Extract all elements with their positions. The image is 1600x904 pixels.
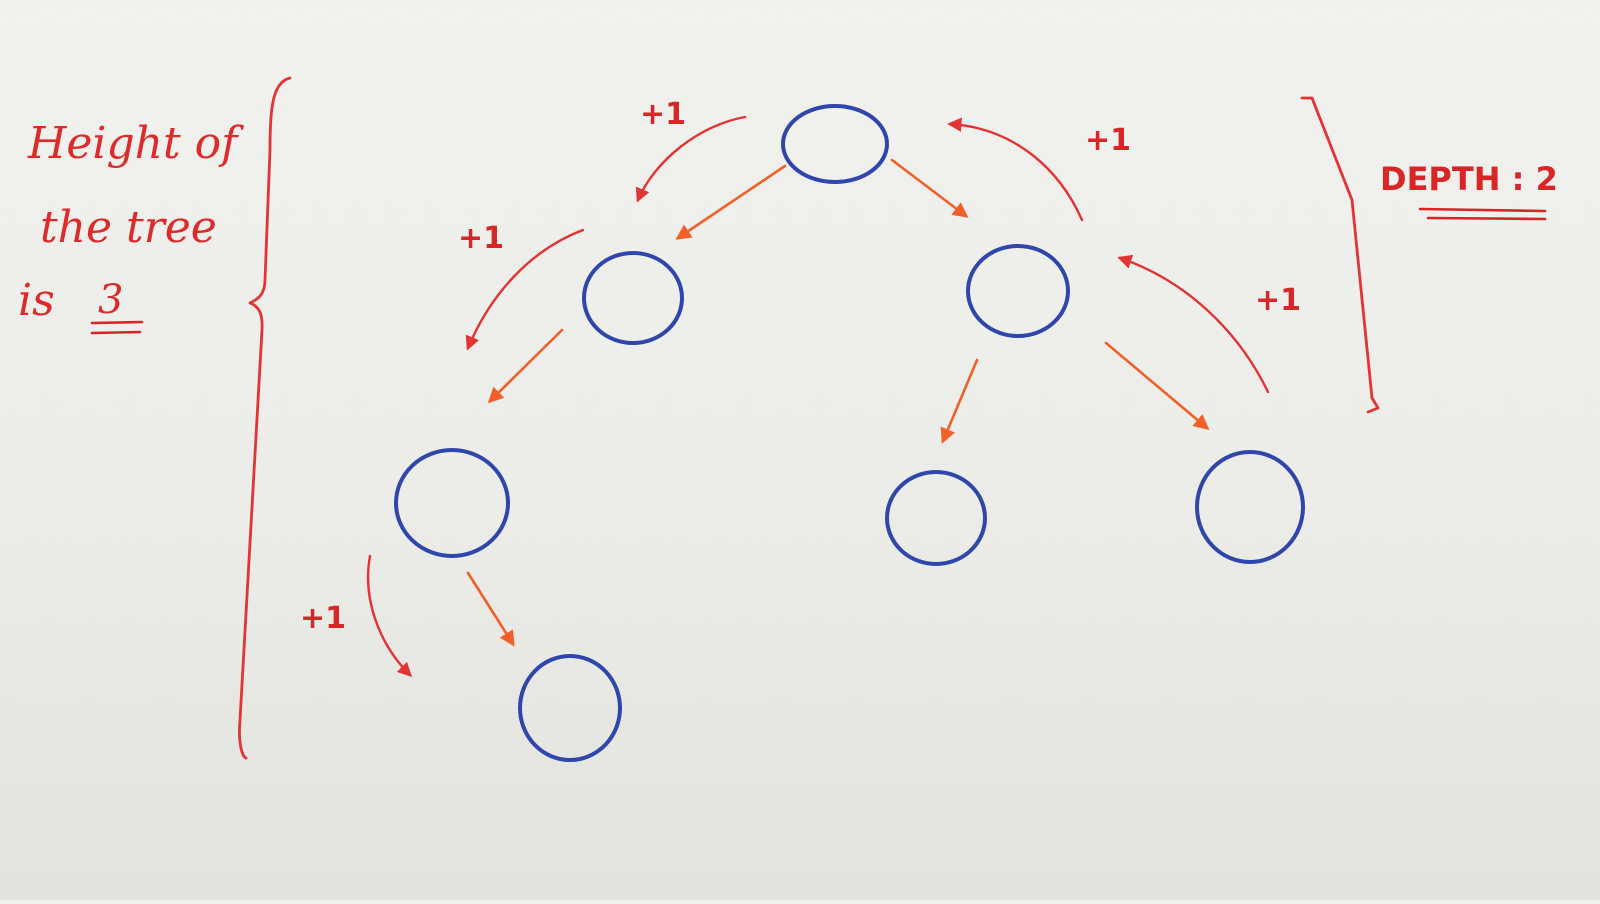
- edge-left-leftleft: [487, 328, 564, 404]
- edge-right-rightleft: [940, 358, 979, 444]
- height-value-underline-1: [90, 320, 144, 325]
- depth-annotation: DEPTH : 2: [1380, 160, 1558, 221]
- edge-right-rightright: [1104, 341, 1210, 431]
- curve-root-left: [635, 115, 747, 203]
- node-right-left: [885, 470, 987, 566]
- plus-one-label: +1: [1255, 283, 1301, 318]
- node-root: [781, 104, 889, 184]
- plus-one-label: +1: [1085, 123, 1131, 158]
- plus-one-label: +1: [458, 221, 504, 256]
- height-line-1: Height of: [27, 118, 244, 169]
- depth-bracket: [1300, 96, 1380, 414]
- edge-root-right: [890, 158, 969, 218]
- plus-one-label: +1: [640, 97, 686, 132]
- plus-one-label: +1: [300, 601, 346, 636]
- height-line-2: the tree: [40, 202, 217, 253]
- tree-nodes: [394, 104, 1305, 762]
- curve-left-down: [465, 228, 585, 351]
- height-brace: [238, 76, 292, 760]
- curve-right-root: [947, 117, 1084, 222]
- height-value: 3: [98, 277, 123, 323]
- increment-labels: +1 +1 +1 +1 +1: [300, 97, 1301, 636]
- curve-leftleft-down: [366, 554, 413, 678]
- height-curves: [366, 115, 1270, 678]
- height-annotation: Height of the tree is 3: [18, 118, 244, 335]
- node-left-left-right: [518, 654, 622, 762]
- edge-root-left: [675, 164, 787, 240]
- node-left-left: [394, 448, 510, 558]
- edge-leftleft-child: [466, 571, 515, 647]
- node-left: [582, 251, 684, 345]
- height-value-underline-2: [90, 330, 142, 335]
- curve-rightright-right: [1117, 254, 1270, 394]
- depth-label: DEPTH : 2: [1380, 160, 1558, 198]
- node-right: [966, 244, 1070, 338]
- node-right-right: [1195, 450, 1305, 564]
- height-line-3-prefix: is: [18, 275, 55, 326]
- depth-underline-1: [1418, 207, 1547, 213]
- tree-edges: [466, 158, 1210, 647]
- depth-underline-2: [1426, 216, 1547, 221]
